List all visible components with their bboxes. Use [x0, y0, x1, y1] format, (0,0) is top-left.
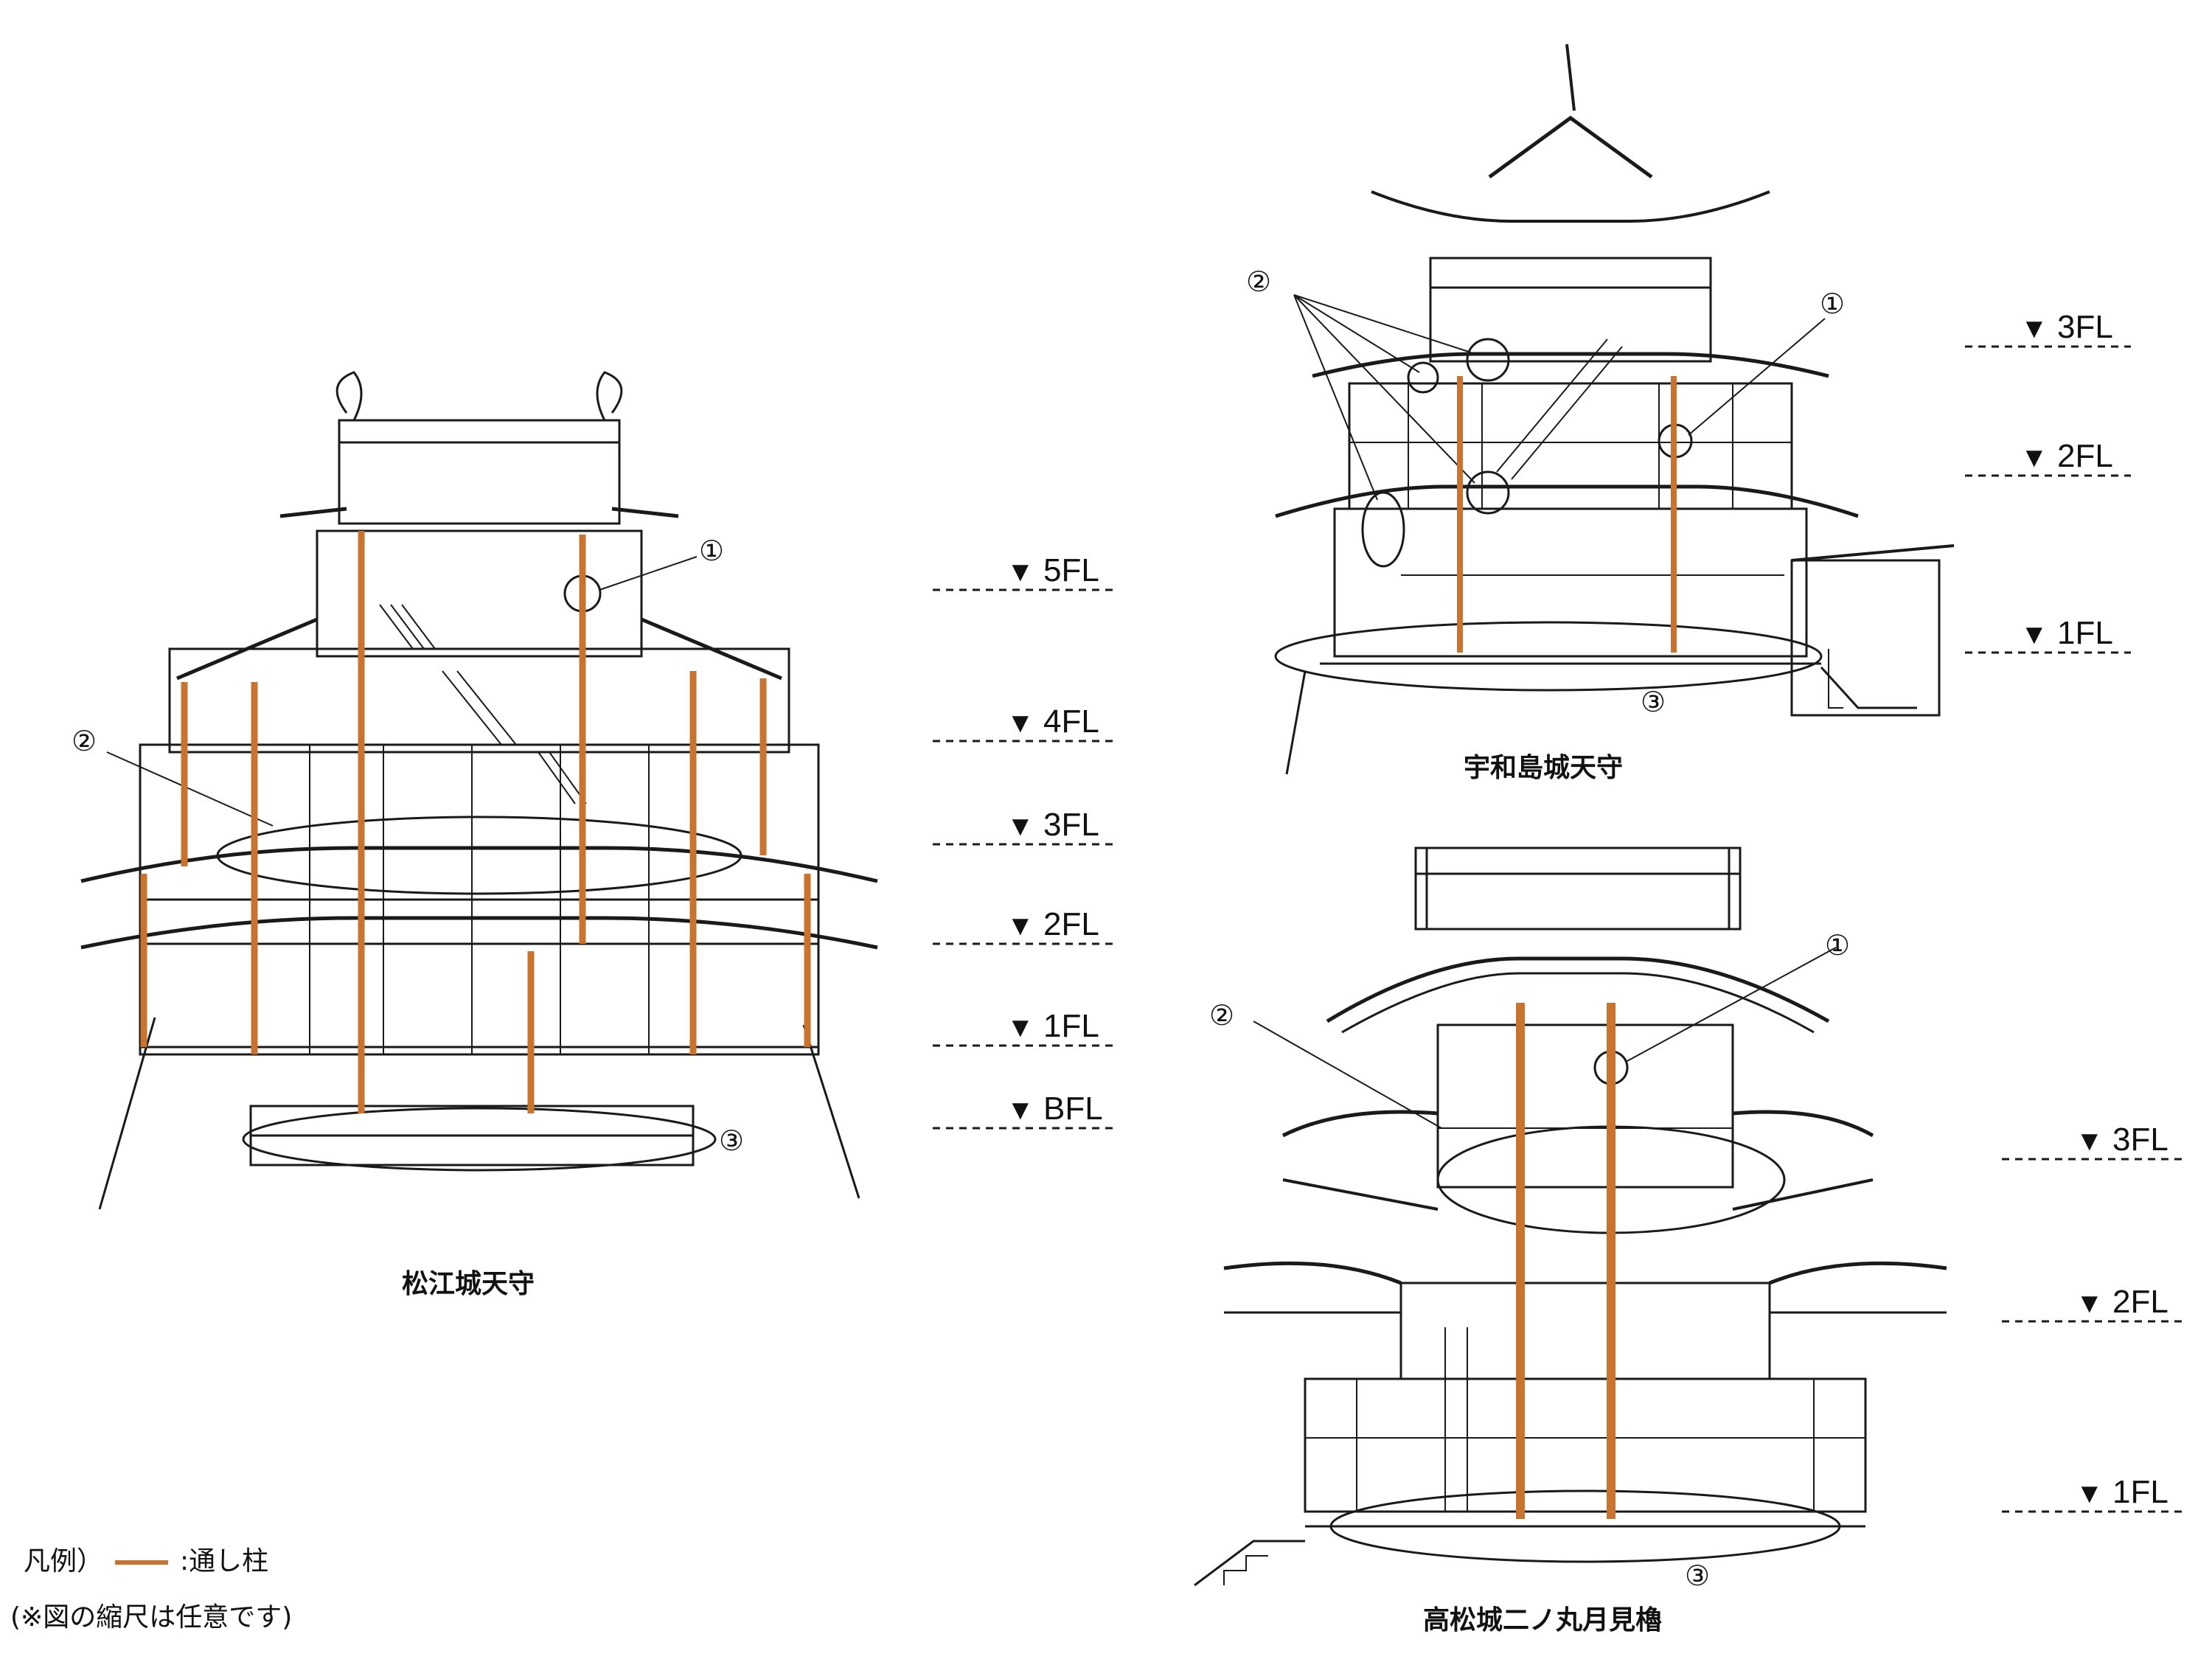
uwajima-level-label: 3FL [2057, 309, 2113, 345]
uwajima-callouts: ① ② ③ [1246, 267, 1845, 718]
takamatsu-level-label: 1FL [2112, 1474, 2168, 1510]
takamatsu-callouts: ① ② ③ [1209, 931, 1850, 1592]
matsue-levels: ▼ 5FL ▼ 4FL ▼ 3FL ▼ 2FL ▼ 1FL ▼ BFL [933, 552, 1117, 1130]
matsue-level-label: 1FL [1043, 1008, 1099, 1044]
matsue-caption: 松江城天守 [402, 1269, 535, 1299]
matsue-level-triangle-icon: ▼ [1006, 1012, 1034, 1043]
takamatsu-callout-3: ③ [1685, 1561, 1710, 1592]
through-column-swatch [115, 1560, 169, 1565]
matsue-level-label: 2FL [1043, 906, 1099, 942]
legend-prefix: 凡例） [24, 1546, 104, 1576]
matsue-callout-1: ① [699, 536, 724, 567]
takamatsu-callout-1: ① [1825, 931, 1850, 962]
takamatsu-levels: ▼ 3FL ▼ 2FL ▼ 1FL [2002, 1122, 2186, 1513]
uwajima-callout-2: ② [1246, 267, 1271, 298]
takamatsu-level-triangle-icon: ▼ [2076, 1126, 2104, 1157]
takamatsu-section [1194, 846, 1947, 1587]
takamatsu-level-triangle-icon: ▼ [2076, 1288, 2104, 1319]
uwajima-levels: ▼ 3FL ▼ 2FL ▼ 1FL [1965, 309, 2131, 654]
scale-note: (※図の縮尺は任意です) [10, 1602, 293, 1633]
uwajima-level-triangle-icon: ▼ [2020, 442, 2048, 473]
matsue-section [80, 371, 878, 1210]
takamatsu-through-columns [1516, 1003, 1615, 1519]
matsue-callout-2: ② [72, 726, 97, 757]
takamatsu-callout-2: ② [1209, 1001, 1234, 1032]
uwajima-callout-3: ③ [1641, 687, 1666, 718]
takamatsu-caption: 高松城二ノ丸月見櫓 [1423, 1605, 1663, 1635]
matsue-callout-3: ③ [719, 1126, 744, 1157]
matsue-level-triangle-icon: ▼ [1006, 557, 1034, 588]
matsue-callouts: ① ② ③ [72, 536, 744, 1157]
legend-label: :通し柱 [180, 1546, 269, 1576]
matsue-level-triangle-icon: ▼ [1006, 911, 1034, 942]
uwajima-caption: 宇和島城天守 [1464, 753, 1624, 783]
takamatsu-level-label: 2FL [2112, 1284, 2168, 1320]
matsue-level-triangle-icon: ▼ [1006, 708, 1034, 739]
legend: 凡例） :通し柱 [24, 1540, 268, 1578]
uwajima-level-triangle-icon: ▼ [2020, 619, 2048, 650]
matsue-level-label: 5FL [1043, 552, 1099, 588]
matsue-level-triangle-icon: ▼ [1006, 1095, 1034, 1126]
matsue-level-label: 3FL [1043, 807, 1099, 843]
uwajima-through-columns [1457, 376, 1677, 653]
uwajima-level-triangle-icon: ▼ [2020, 313, 2048, 344]
matsue-level-label: 4FL [1043, 703, 1099, 740]
takamatsu-level-triangle-icon: ▼ [2076, 1478, 2104, 1509]
uwajima-callout-1: ① [1820, 289, 1845, 320]
uwajima-level-label: 2FL [2057, 438, 2113, 474]
takamatsu-level-label: 3FL [2112, 1122, 2168, 1158]
uwajima-level-label: 1FL [2057, 615, 2113, 651]
matsue-level-label: BFL [1043, 1091, 1103, 1127]
matsue-level-triangle-icon: ▼ [1006, 811, 1034, 842]
matsue-through-columns [140, 531, 811, 1113]
uwajima-section [1274, 44, 1955, 775]
